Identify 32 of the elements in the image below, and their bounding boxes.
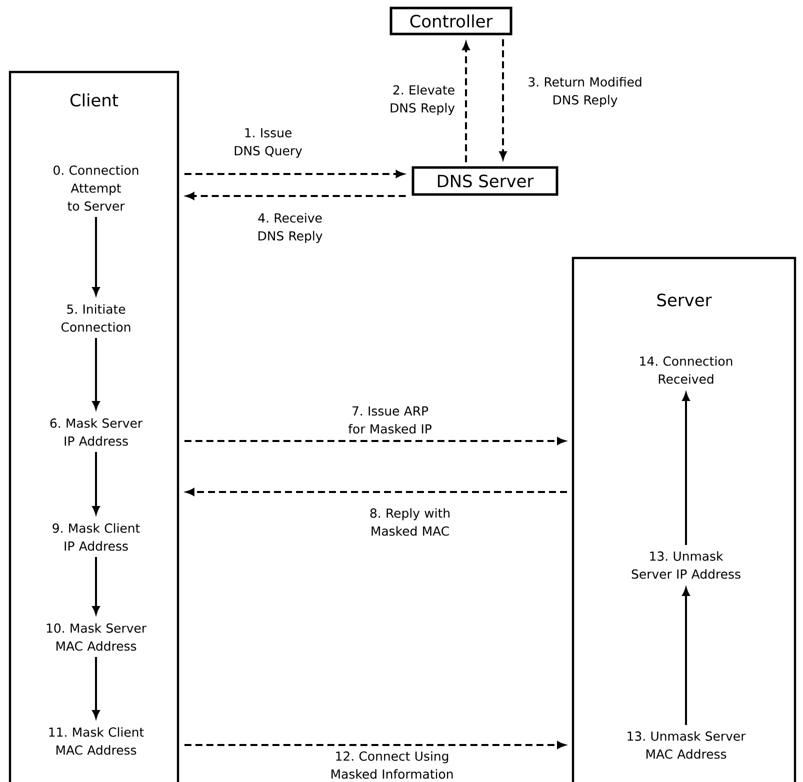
- step-text: 14. Connection Received: [640, 356, 732, 384]
- arrow: [682, 588, 690, 725]
- arrow: [92, 216, 100, 296]
- edge-label: 1. Issue DNS Query: [234, 128, 302, 158]
- edge-label: 8. Reply with Masked MAC: [370, 508, 450, 536]
- arrow: [184, 437, 566, 445]
- arrow: [184, 170, 404, 178]
- step-text: 13. Unmask Server MAC Address: [628, 731, 746, 759]
- arrow: [92, 452, 100, 514]
- arrow: [682, 392, 690, 545]
- arrow: [92, 338, 100, 410]
- arrow: [499, 39, 507, 160]
- step-text: 9. Mask Client IP Address: [52, 523, 140, 551]
- step-text: 13. Unmask Server IP Address: [632, 551, 740, 579]
- step-text: 6. Mask Server IP Address: [50, 418, 143, 446]
- step-text: 10. Mask Server MAC Address: [46, 623, 146, 651]
- edge-label: 7. Issue ARP for Masked IP: [348, 406, 432, 434]
- step-text: 11. Mask Client MAC Address: [49, 727, 144, 755]
- edge-label: 12. Connect Using Masked Information: [332, 751, 453, 779]
- arrow: [184, 741, 566, 749]
- edge-label: 3. Return Modified DNS Reply: [528, 77, 642, 107]
- arrow: [92, 656, 100, 718]
- step-text: 0. Connection Attempt to Server: [54, 165, 138, 211]
- step-text: 5. Initiate Connection: [61, 304, 130, 332]
- arrow: [92, 556, 100, 614]
- edge-label: 4. Receive DNS Reply: [258, 213, 322, 243]
- arrow: [186, 488, 567, 496]
- arrow: [186, 192, 406, 200]
- process-box: Controller: [390, 6, 512, 36]
- edge-label: 2. Elevate DNS Reply: [390, 85, 455, 115]
- arrow: [462, 42, 470, 162]
- process-box: DNS Server: [412, 166, 558, 196]
